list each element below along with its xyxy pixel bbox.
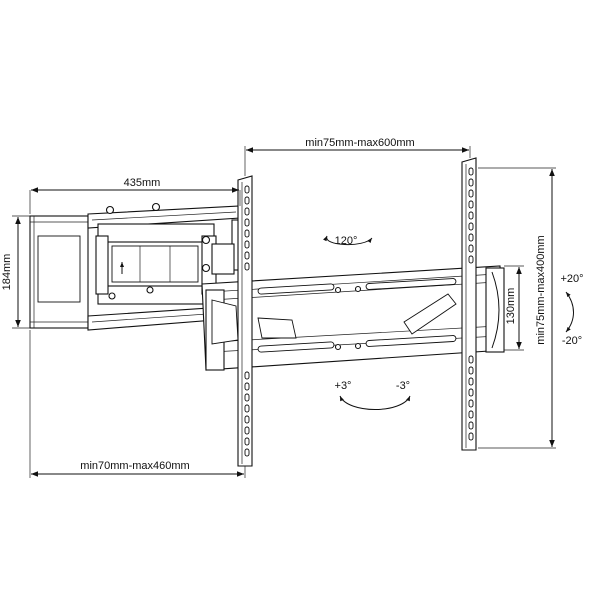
mounting-hole (468, 200, 474, 209)
mounting-hole (244, 185, 250, 194)
dimension-435-label: 435mm (124, 177, 161, 189)
mounting-hole (468, 432, 474, 441)
mounting-hole (468, 178, 474, 187)
mounting-hole (468, 355, 474, 364)
mounting-hole (244, 448, 250, 457)
dimension-bracket-height-label: 130mm (505, 288, 517, 325)
swivel-angle-label: 120° (335, 235, 358, 247)
dimension-wall-plate-height: 184mm (1, 215, 30, 329)
curved-double-arrow-icon (565, 291, 574, 333)
mounting-hole (468, 255, 474, 264)
mounting-hole (244, 382, 250, 391)
dimension-vertical-vesa-label: min75mm-max400mm (535, 235, 547, 344)
mounting-hole (244, 426, 250, 435)
mounting-hole (244, 393, 250, 402)
mounting-hole (468, 211, 474, 220)
mounting-hole (468, 399, 474, 408)
mounting-hole (468, 222, 474, 231)
dimension-184-label: 184mm (1, 254, 13, 291)
mounting-hole (244, 371, 250, 380)
mounting-hole (468, 410, 474, 419)
mounting-hole (244, 415, 250, 424)
rotation-minus-label: -3° (396, 380, 410, 392)
mounting-hole (468, 244, 474, 253)
dimension-vertical-vesa: min75mm-max400mm (478, 167, 556, 449)
dimension-bracket-height: 130mm (504, 265, 524, 351)
mounting-hole (468, 377, 474, 386)
swivel-indicator: 120° (322, 235, 373, 247)
vertical-arm-right (461, 157, 477, 451)
tv-bracket (201, 265, 505, 371)
dimension-horizontal-vesa-label: min75mm-max600mm (305, 137, 414, 149)
vertical-arm-left (237, 175, 253, 467)
mounting-hole (244, 218, 250, 227)
wall-plate (29, 215, 89, 329)
tilt-indicator: +20° -20° (560, 273, 583, 347)
mounting-hole (244, 196, 250, 205)
mounting-hole (468, 388, 474, 397)
vertical-arm-holes (244, 167, 474, 457)
dimension-depth-label: min70mm-max460mm (80, 460, 189, 472)
mounting-hole (468, 233, 474, 242)
dimension-arm-extension: 435mm (29, 177, 241, 214)
mounting-hole (244, 404, 250, 413)
tilt-plus-label: +20° (560, 273, 583, 285)
mounting-hole (244, 251, 250, 260)
rotation-indicator: +3° -3° (335, 380, 411, 410)
dimension-depth: min70mm-max460mm (29, 330, 246, 478)
mounting-hole (468, 421, 474, 430)
mounting-hole (244, 262, 250, 271)
tilt-minus-label: -20° (562, 335, 582, 347)
mounting-hole (468, 167, 474, 176)
dimension-horizontal-vesa: min75mm-max600mm (244, 137, 471, 176)
mounting-hole (244, 437, 250, 446)
rotation-plus-label: +3° (335, 380, 352, 392)
mounting-hole (244, 207, 250, 216)
articulating-arm (87, 202, 245, 331)
mounting-hole (468, 366, 474, 375)
curved-double-arrow-icon (339, 395, 411, 410)
mounting-hole (244, 240, 250, 249)
mounting-hole (244, 229, 250, 238)
mounting-hole (468, 189, 474, 198)
curved-double-arrow-icon (322, 235, 373, 246)
